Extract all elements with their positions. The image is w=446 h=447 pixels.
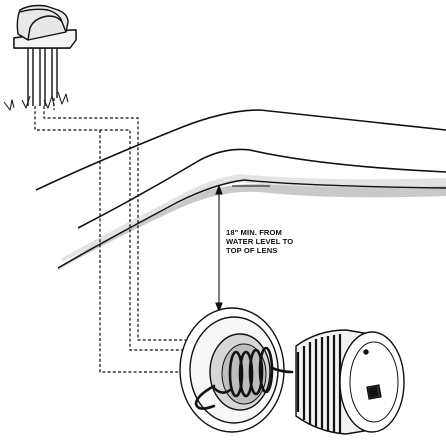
coiled-cord-icon [194, 346, 294, 410]
note-line-3: TOP OF LENS [226, 246, 278, 256]
conduit-lines [34, 98, 190, 373]
junction-box-icon [3, 4, 77, 111]
note-line-2: WATER LEVEL TO [226, 237, 294, 247]
light-niche-icon [179, 307, 285, 433]
note-line-1: 18" MIN. FROM [226, 228, 282, 237]
water-level-note: 18" MIN. FROM WATER LEVEL TO TOP OF LENS [226, 228, 346, 256]
light-fixture-icon [295, 329, 405, 435]
